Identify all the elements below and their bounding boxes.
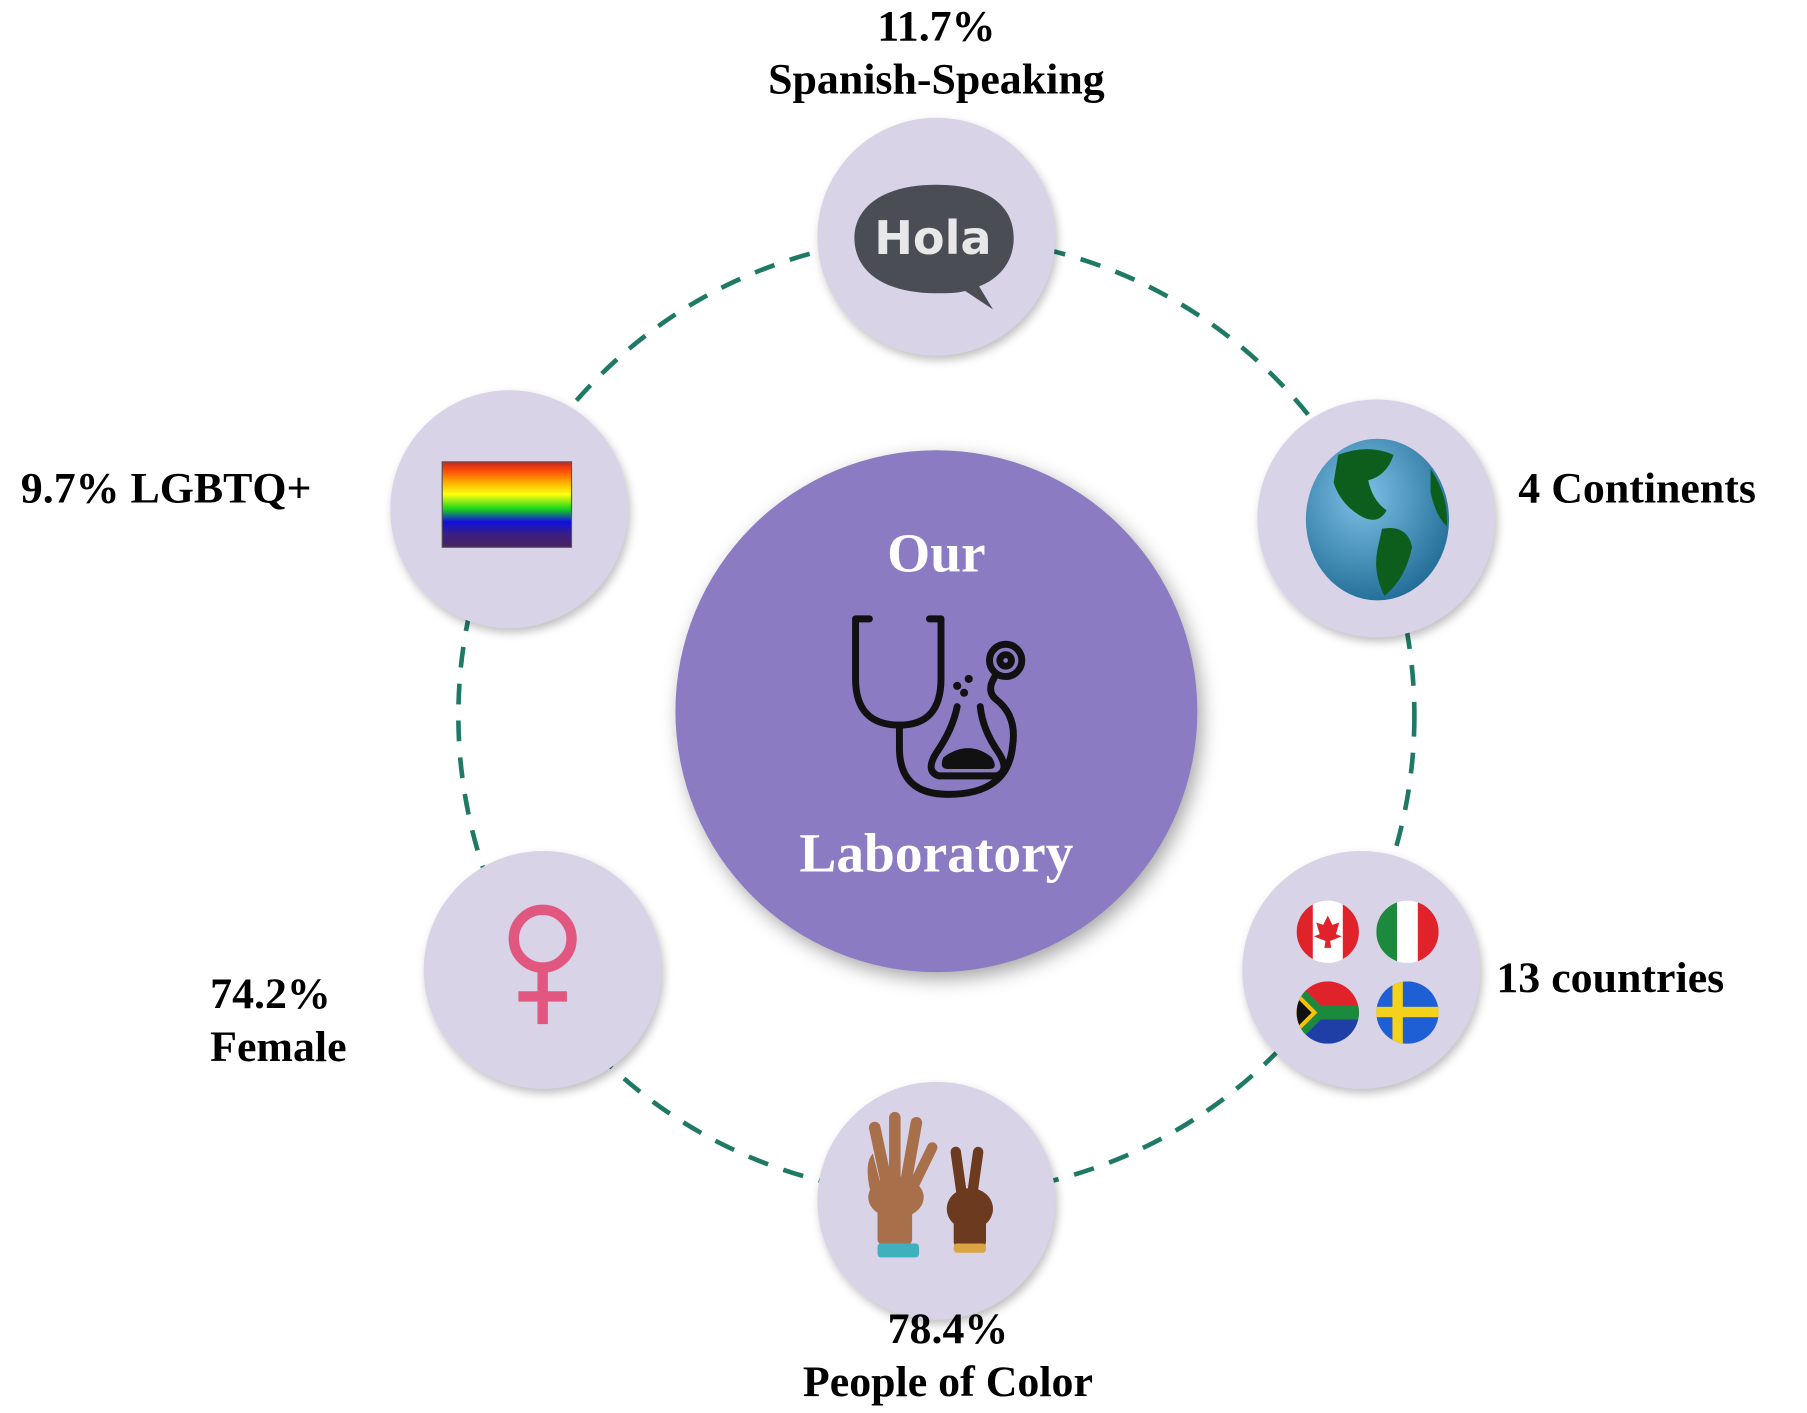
female-text: Female: [210, 1022, 347, 1072]
poc-text: People of Color: [802, 1357, 1093, 1407]
canada-flag-icon: [1296, 900, 1359, 963]
node-lgbtq: [390, 390, 629, 629]
rainbow-flag-icon: [441, 461, 573, 548]
spanish-text: Spanish-Speaking: [768, 55, 1105, 104]
country-flags-icon: [1296, 900, 1439, 1044]
female-symbol-icon: [508, 904, 577, 1025]
lgbtq-label: 9.7% LGBTQ+: [20, 464, 312, 513]
italy-flag-icon: [1376, 900, 1439, 963]
countries-label: 13 countries: [1496, 953, 1725, 1003]
svg-text:Hola: Hola: [874, 211, 991, 265]
spanish-value: 11.7%: [877, 2, 996, 51]
female-value: 74.2%: [210, 969, 331, 1019]
sweden-flag-icon: [1376, 981, 1439, 1044]
raised-hands-icon: [867, 1111, 993, 1258]
hola-speech-bubble-icon: Hola: [854, 184, 1014, 310]
stethoscope-flask-icon: [852, 615, 1026, 798]
node-spanish-speaking: Hola: [817, 117, 1056, 356]
poc-label: 78.4% People of Color: [705, 1302, 1190, 1408]
continents-label: 4 Continents: [1518, 464, 1757, 513]
center-title-line2: Laboratory: [799, 823, 1074, 885]
node-countries: [1242, 850, 1481, 1089]
globe-icon: [1305, 438, 1450, 601]
node-people-of-color: [817, 1081, 1056, 1320]
spanish-label: 11.7% Spanish-Speaking: [705, 0, 1167, 106]
node-female: [423, 850, 662, 1089]
poc-value: 78.4%: [887, 1304, 1009, 1354]
center-title-line1: Our: [887, 523, 986, 585]
center-lab-circle: Our Laboratory: [675, 450, 1198, 973]
female-label: 74.2% Female: [210, 968, 346, 1074]
node-continents: [1257, 399, 1496, 638]
south-africa-flag-icon: [1296, 981, 1359, 1044]
